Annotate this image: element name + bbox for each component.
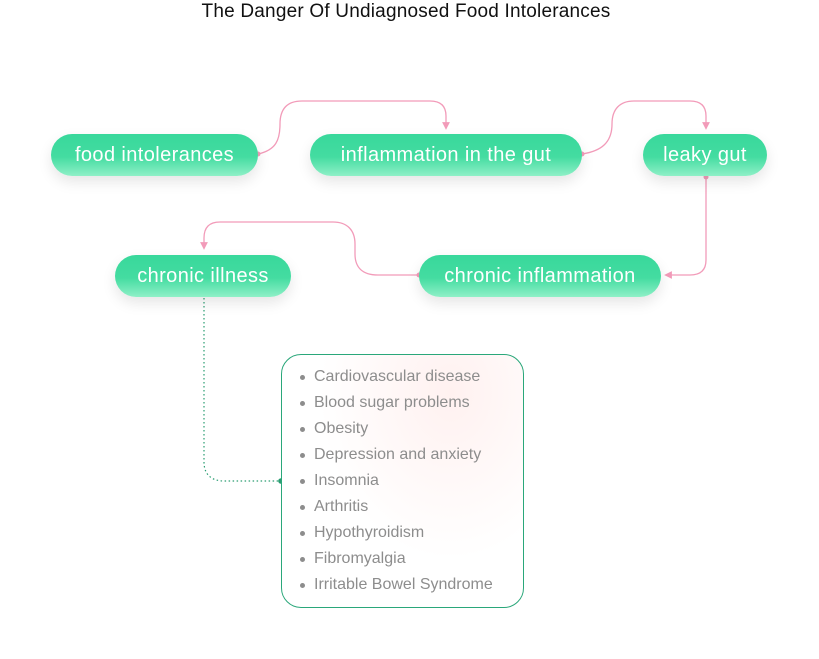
list-item: Obesity (300, 416, 523, 442)
dotted-link-illness-to-list (203, 298, 281, 482)
list-item: Arthritis (300, 494, 523, 520)
list-item: Blood sugar problems (300, 390, 523, 416)
symptoms-list: Cardiovascular disease Blood sugar probl… (282, 355, 523, 598)
node-food-intolerances: food intolerances (51, 134, 258, 176)
diagram-title: The Danger Of Undiagnosed Food Intoleran… (201, 1, 611, 22)
list-item: Insomnia (300, 468, 523, 494)
arrow-inflammation-to-leaky (581, 100, 710, 155)
node-inflammation-in-the-gut: inflammation in the gut (310, 134, 582, 176)
arrow-chronic-inflammation-to-illness (200, 221, 419, 276)
node-chronic-inflammation: chronic inflammation (419, 255, 661, 297)
arrow-leaky-to-chronic-inflammation (664, 177, 707, 279)
symptoms-list-box: Cardiovascular disease Blood sugar probl… (281, 354, 524, 608)
list-item: Cardiovascular disease (300, 364, 523, 390)
arrow-food-to-inflammation (257, 100, 450, 155)
list-item: Hypothyroidism (300, 520, 523, 546)
node-chronic-illness: chronic illness (115, 255, 291, 297)
list-item: Irritable Bowel Syndrome (300, 572, 523, 598)
list-item: Depression and anxiety (300, 442, 523, 468)
list-item: Fibromyalgia (300, 546, 523, 572)
node-leaky-gut: leaky gut (643, 134, 767, 176)
